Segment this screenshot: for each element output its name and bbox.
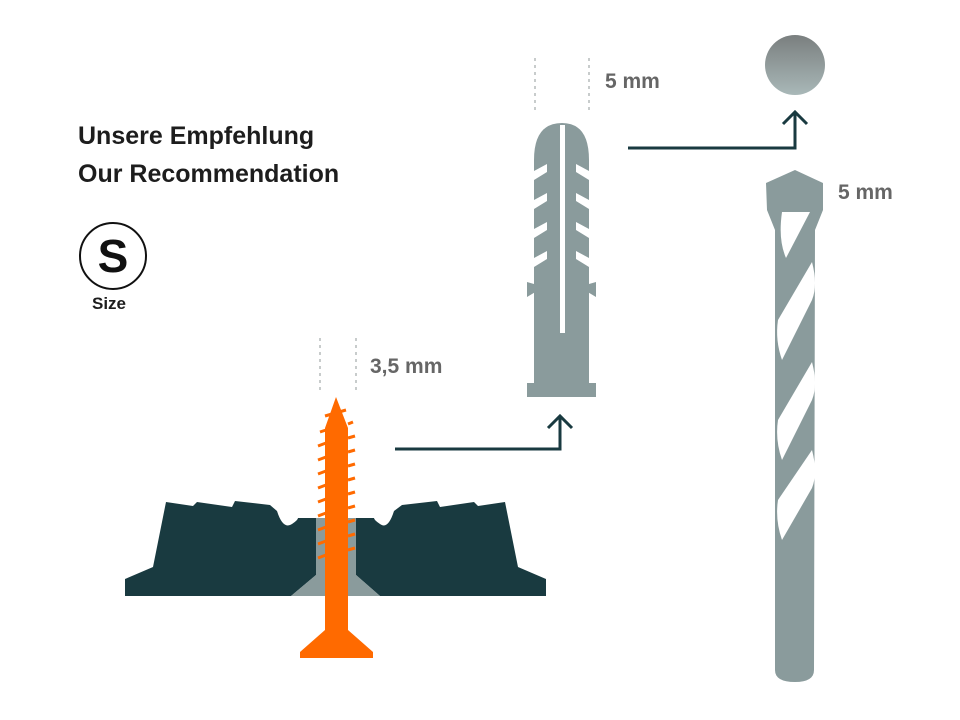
arrow-screw-to-dowel [395, 413, 574, 451]
arrow-dowel-to-drill [628, 109, 809, 150]
screw-icon [300, 397, 373, 658]
size-badge-icon: S [79, 222, 147, 290]
size-letter: S [97, 230, 129, 282]
drill-hole-icon [765, 35, 825, 95]
drill-dimension: 5 mm [838, 181, 893, 204]
dowel-guide-lines [534, 58, 590, 112]
screw-dimension: 3,5 mm [370, 355, 443, 378]
size-label: Size [92, 294, 127, 313]
screw-guide-lines [319, 338, 357, 392]
wall-plug-icon [527, 123, 596, 397]
drill-bit-icon [766, 170, 823, 682]
heading-line-1: Unsere Empfehlung [78, 122, 315, 150]
heading-line-2: Our Recommendation [78, 160, 340, 188]
dowel-dimension: 5 mm [605, 70, 660, 93]
